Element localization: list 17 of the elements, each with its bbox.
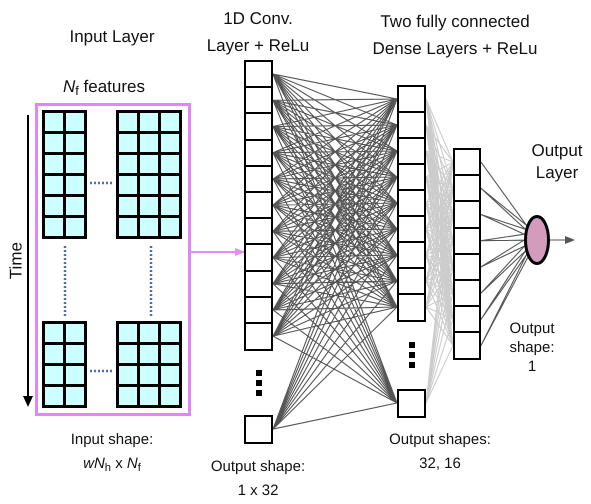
connection-lines: [272, 74, 398, 430]
arrow: [550, 236, 575, 244]
layer-label: Two fully connected Dense Layers + ReLu: [372, 11, 538, 60]
connection-lines: [480, 162, 528, 346]
connection-lines: [425, 98, 454, 404]
layer-label: Input shape: wN$_{h}$ x N$_{f}$: [70, 430, 154, 476]
layer-label: Output shapes: 32, 16: [388, 430, 492, 474]
output-neuron: [524, 215, 550, 265]
layer-label: Time: [5, 241, 26, 282]
input-frame: [35, 103, 191, 416]
layer-label: N$_{f}$ features: [62, 76, 146, 98]
layer-label: 1D Conv. Layer + ReLu: [206, 8, 310, 57]
arrow: [191, 248, 245, 256]
layer-label: Output shape: 1: [508, 320, 556, 376]
layer-label: Output shape: 1 x 32: [210, 457, 306, 501]
layer-label: Output Layer: [530, 140, 584, 184]
layer-label: Input Layer: [68, 26, 156, 48]
